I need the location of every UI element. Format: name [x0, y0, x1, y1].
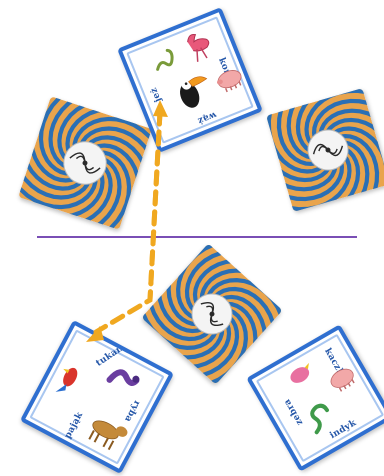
- card-back-right[interactable]: [266, 88, 384, 212]
- card-back-center[interactable]: [141, 243, 282, 384]
- card-inner-border: [256, 334, 384, 462]
- card-back-pattern: [266, 88, 384, 212]
- card-back-pattern: [141, 243, 282, 384]
- card-back-pattern: [18, 96, 152, 230]
- field-divider: [37, 236, 357, 238]
- card-back-left[interactable]: [18, 96, 152, 230]
- player-card-bottom-left[interactable]: tukan ryba pająk: [20, 320, 174, 474]
- player-card-bottom-right[interactable]: kaczka zebra indyk: [246, 324, 384, 472]
